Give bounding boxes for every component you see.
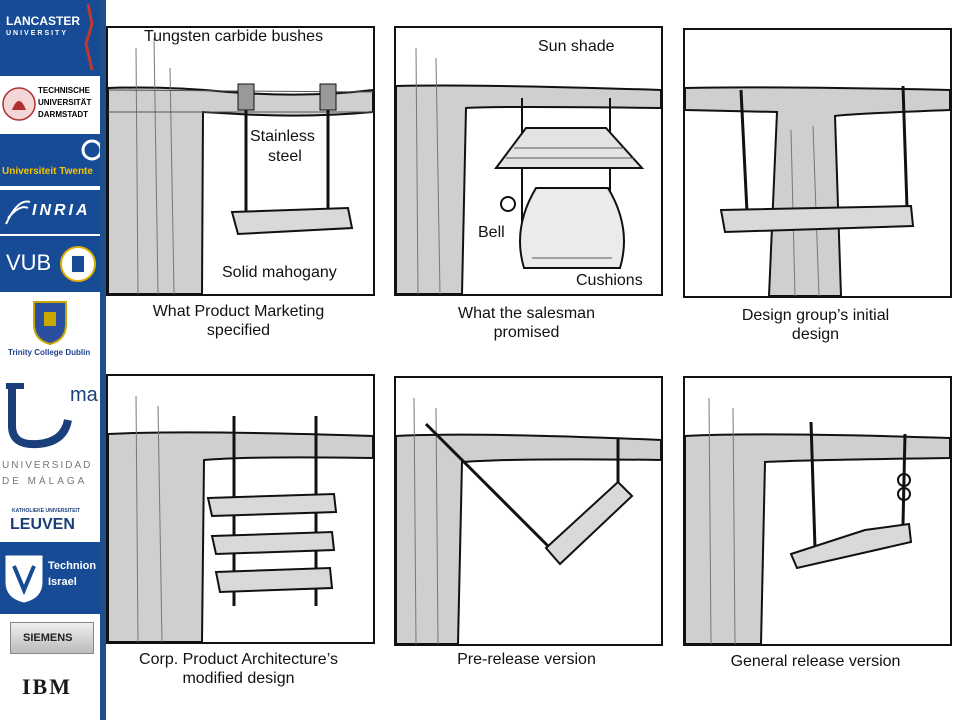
swing-illustration-specified [108,37,373,294]
label-sun-shade: Sun shade [538,38,615,55]
lancaster-logo-line2: UNIVERSITY [6,30,69,37]
label-cushions: Cushions [576,272,643,289]
panel-general-release [683,376,952,646]
caption-modified-design: Corp. Product Architecture’s modified de… [106,650,371,688]
caption-modified-design-line1: Corp. Product Architecture’s [139,651,338,668]
label-tungsten-carbide-bushes: Tungsten carbide bushes [144,28,324,45]
caption-salesman-line2: promised [493,324,560,341]
inria-logo: INRIA [0,190,100,234]
siemens-logo: SIEMENS [0,618,100,658]
ibm-logo-text: IBM [22,674,72,699]
ibm-logo: IBM [0,668,100,708]
trinity-logo-text: Trinity College Dublin [8,348,91,357]
label-solid-mahogany: Solid mahogany [222,264,337,281]
darmstadt-logo-line1: TECHNISCHE [38,86,91,95]
panel-pre-release [394,376,663,646]
caption-modified-design-line2: modified design [182,670,295,687]
swing-illustration-modified [108,395,373,642]
label-stainless: Stainless [250,128,315,145]
panel-product-marketing: Tungsten carbide bushes Stainless steel … [106,26,375,296]
leuven-logo-text: LEUVEN [10,516,75,533]
partner-logo-sidebar: LANCASTER UNIVERSITY TECHNISCHE UNIVERSI… [0,0,106,720]
malaga-logo: ma UNIVERSIDAD DE MÁLAGA [0,378,100,496]
lancaster-logo: LANCASTER UNIVERSITY [0,0,100,76]
twente-mark-icon [81,139,100,161]
malaga-mark-icon [6,383,72,449]
inria-swirl-icon [5,200,31,225]
swing-illustration-promised [396,47,661,294]
caption-pre-release-line1: Pre-release version [457,651,596,668]
panel-salesman: Sun shade Bell Cushions [394,26,663,296]
caption-pre-release: Pre-release version [394,650,659,669]
malaga-logo-line1: UNIVERSIDAD [2,460,93,471]
trinity-crest-icon [33,301,67,346]
inria-logo-text: INRIA [32,202,91,219]
caption-initial-design: Design group’s initial design [683,306,948,344]
malaga-logo-mark: ma [70,384,98,406]
label-steel: steel [268,148,302,165]
lancaster-logo-line1: LANCASTER [6,14,80,28]
vub-logo-text: VUB [6,250,52,275]
technion-logo-line2: Israel [48,576,77,588]
caption-salesman: What the salesman promised [394,304,659,342]
swing-illustration-general-release [685,397,950,644]
trinity-logo: Trinity College Dublin [0,296,100,366]
caption-product-marketing-line1: What Product Marketing [152,303,325,320]
twente-logo-text: Universiteit Twente [2,166,93,177]
technion-logo-line1: Technion [48,560,97,572]
swing-illustration-initial [685,85,950,296]
leuven-logo-small-text: KATHOLIEKE UNIVERSITEIT [12,508,80,514]
darmstadt-logo-line3: DARMSTADT [38,110,89,119]
darmstadt-seal-icon [2,87,36,121]
caption-general-release-line1: General release version [730,653,901,670]
leuven-logo: KATHOLIEKE UNIVERSITEIT LEUVEN [0,506,100,540]
darmstadt-logo-line2: UNIVERSITÄT [38,98,92,107]
malaga-logo-line2: DE MÁLAGA [2,476,88,487]
caption-product-marketing: What Product Marketing specified [106,302,371,340]
panel-modified-design [106,374,375,644]
technion-emblem-icon [5,555,43,603]
siemens-logo-text: SIEMENS [23,632,73,644]
panel-initial-design [683,28,952,298]
siemens-badge: SIEMENS [10,622,94,654]
technion-logo: Technion Israel [0,542,100,614]
twente-logo: Universiteit Twente [0,134,100,186]
label-bell: Bell [478,224,505,241]
caption-initial-design-line2: design [791,326,840,343]
caption-initial-design-line1: Design group’s initial [741,307,890,324]
caption-general-release: General release version [683,652,948,671]
swing-illustration-pre-release [396,397,661,644]
caption-product-marketing-line2: specified [206,322,271,339]
vub-logo: VUB [0,236,100,292]
vub-seal-icon [60,246,96,282]
sidebar-stripe [100,0,106,720]
caption-salesman-line1: What the salesman [458,305,595,322]
lancaster-crest-icon [84,4,94,70]
darmstadt-logo: TECHNISCHE UNIVERSITÄT DARMSTADT [0,80,100,130]
